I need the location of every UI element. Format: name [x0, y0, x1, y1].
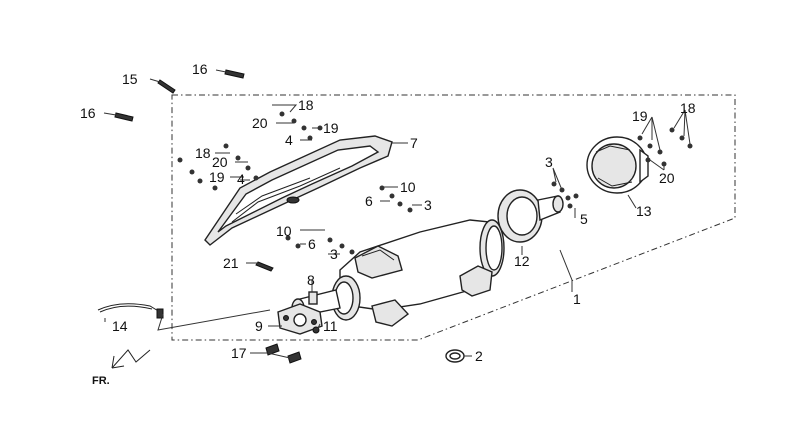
callout-3-upper: 3: [424, 197, 432, 213]
callout-16-upper: 16: [192, 61, 208, 77]
o2-sensor-cable: [97, 303, 271, 331]
leader-lines: [103, 69, 691, 359]
callout-19-left: 19: [209, 169, 225, 185]
callout-21: 21: [223, 255, 239, 271]
callout-12: 12: [514, 253, 530, 269]
callout-3-tail: 3: [545, 154, 553, 170]
callout-19-center: 19: [323, 120, 339, 136]
callout-20-left: 20: [212, 154, 228, 170]
callout-20-right: 20: [659, 170, 675, 186]
callout-11: 11: [323, 318, 338, 334]
callout-5: 5: [580, 211, 588, 227]
callout-18-center: 18: [298, 97, 314, 113]
callout-3-lower: 3: [330, 246, 338, 262]
callout-13: 13: [636, 203, 652, 219]
callout-18-left: 18: [195, 145, 211, 161]
callout-17: 17: [231, 345, 247, 361]
callout-19-right: 19: [632, 108, 648, 124]
callout-20-center: 20: [252, 115, 268, 131]
callout-4-right: 4: [285, 132, 293, 148]
callout-1: 1: [573, 291, 581, 307]
callout-10-lower: 10: [276, 223, 292, 239]
end-cone: [497, 189, 564, 243]
callout-labels: 1 2 3 3 3 4 4 5 6 6 7 8 9 10 10 11 12 13…: [80, 61, 696, 364]
callout-4-left: 4: [237, 171, 245, 187]
callout-2: 2: [475, 348, 483, 364]
callout-9: 9: [255, 318, 263, 334]
callout-8: 8: [307, 272, 315, 288]
heat-shield: [204, 135, 393, 246]
tail-cover: [586, 136, 649, 194]
callout-18-right: 18: [680, 100, 696, 116]
callout-10-upper: 10: [400, 179, 416, 195]
callout-16-left: 16: [80, 105, 96, 121]
callout-15: 15: [122, 71, 138, 87]
callout-14: 14: [112, 318, 128, 334]
assembly-boundary: [171, 94, 736, 341]
bolts: [114, 69, 320, 364]
callout-6-lower: 6: [308, 236, 316, 252]
front-direction-arrow: FR.: [92, 349, 151, 387]
callout-7: 7: [410, 135, 418, 151]
front-direction-label: FR.: [92, 375, 110, 387]
callout-6-upper: 6: [365, 193, 373, 209]
muffler-body: [277, 219, 505, 335]
